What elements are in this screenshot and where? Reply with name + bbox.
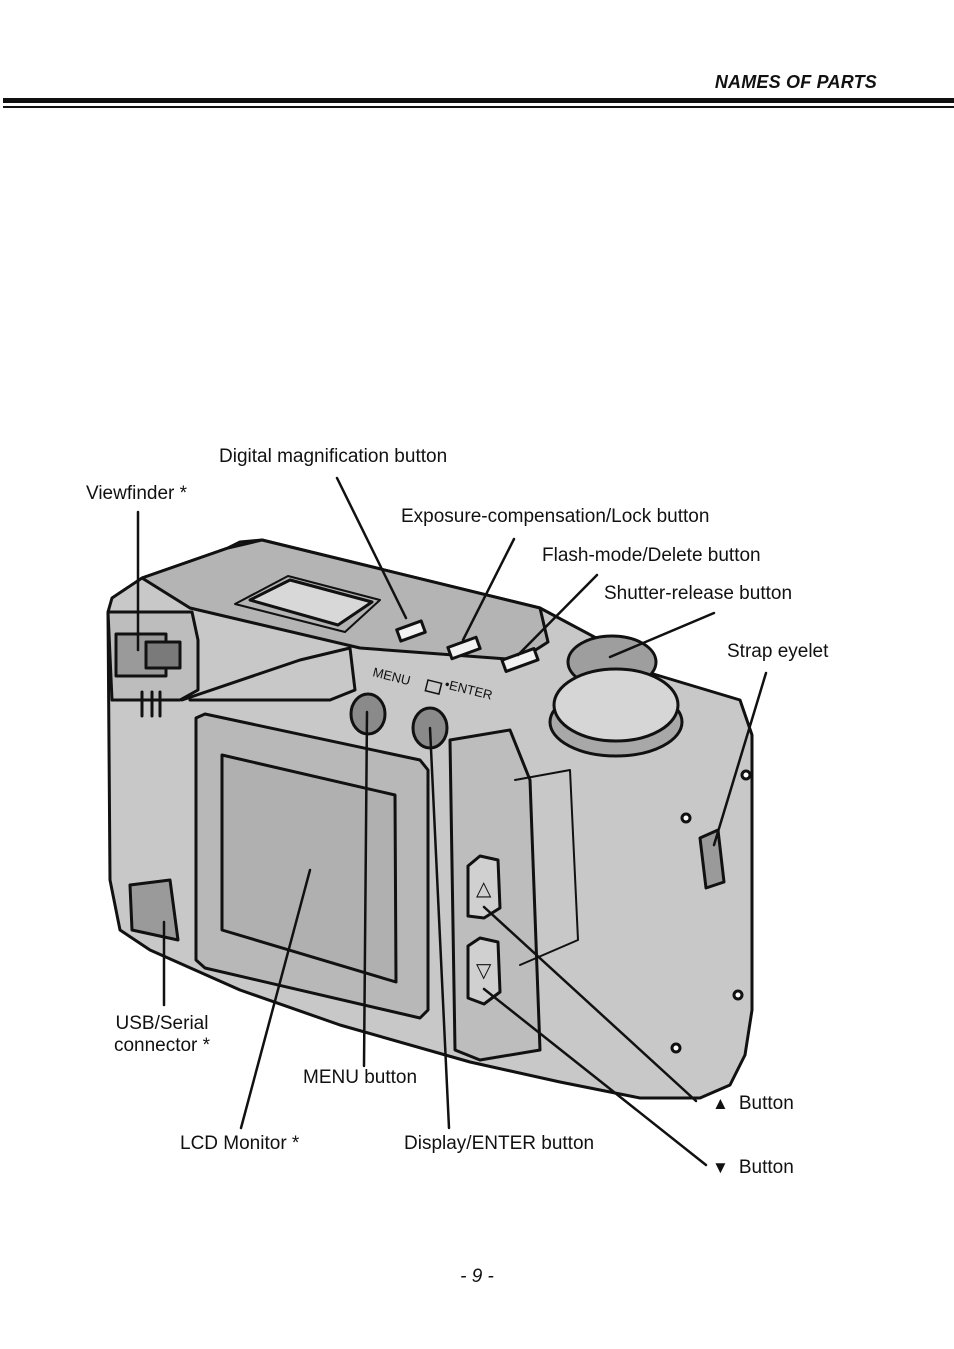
status-lcd-window (248, 578, 374, 627)
leader-up-button (482, 905, 698, 1103)
camera-marking-up-arrow: △ (476, 878, 492, 900)
leader-digital-magnification (335, 476, 408, 620)
label-down-button-text: Button (738, 1157, 794, 1178)
label-down-button: ▼ Button (712, 1157, 794, 1179)
header-rule-thin (3, 106, 954, 108)
up-button-shape (466, 854, 502, 920)
down-triangle-icon: ▼ (712, 1158, 729, 1177)
label-strap-eyelet: Strap eyelet (727, 641, 829, 662)
page-number: - 9 - (460, 1266, 494, 1287)
label-lcd-monitor: LCD Monitor * (180, 1133, 300, 1154)
exposure-button-shape (446, 635, 482, 661)
leader-shutter (608, 611, 716, 659)
header-rule-thick (3, 98, 954, 103)
label-shutter-release: Shutter-release button (604, 583, 793, 604)
leader-flash (516, 573, 599, 657)
label-digital-magnification: Digital magnification button (219, 446, 448, 467)
up-triangle-icon: ▲ (712, 1094, 729, 1113)
label-up-button: ▲ Button (712, 1093, 794, 1115)
label-usb-serial: USB/Serial connector * (100, 1013, 224, 1057)
label-display-enter: Display/ENTER button (404, 1133, 595, 1154)
label-up-button-text: Button (738, 1093, 794, 1114)
label-usb-serial-line1: USB/Serial (115, 1013, 209, 1034)
label-menu-button: MENU button (303, 1067, 418, 1088)
label-exposure-compensation: Exposure-compensation/Lock button (401, 506, 710, 527)
leader-down-button (482, 987, 708, 1167)
lcd-monitor-screen (220, 753, 398, 984)
label-usb-serial-line2: connector * (113, 1035, 211, 1056)
leader-strap-eyelet (712, 671, 768, 847)
down-button-shape (466, 936, 502, 1006)
mode-dial-shape (552, 667, 680, 743)
leader-menu (362, 710, 369, 1068)
leader-display-enter (428, 726, 451, 1130)
section-title: NAMES OF PARTS (714, 72, 877, 92)
label-flash-mode: Flash-mode/Delete button (542, 545, 761, 566)
leader-lcd (239, 868, 312, 1130)
label-viewfinder: Viewfinder * (86, 483, 188, 504)
digital-mag-button-shape (395, 619, 427, 643)
camera-marking-down-arrow: ▽ (476, 960, 492, 982)
leader-exposure (461, 537, 516, 642)
strap-eyelet-shape (698, 828, 726, 890)
usb-connector-shape (128, 878, 180, 942)
